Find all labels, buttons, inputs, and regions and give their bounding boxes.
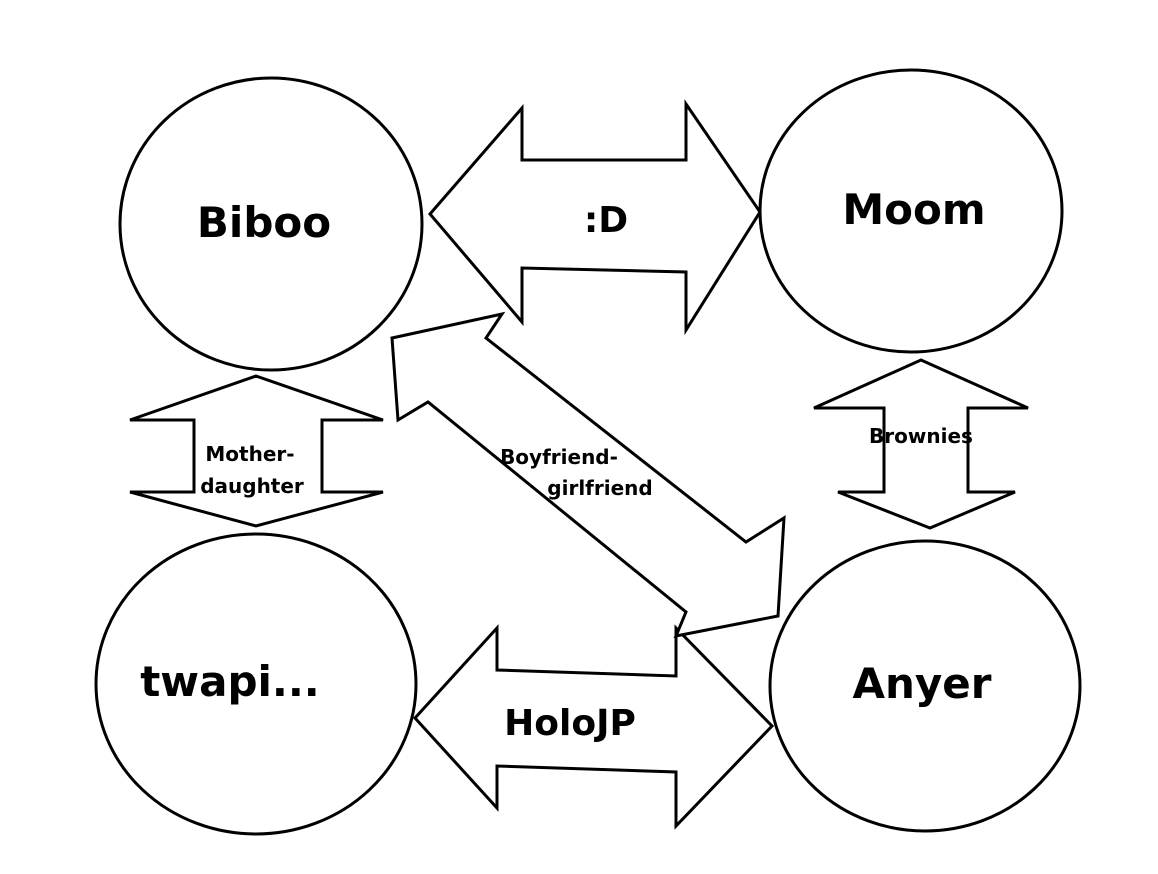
edge-label-biboo-twapi-line1: Mother- (205, 442, 294, 466)
node-anyer-label: Anyer (853, 659, 992, 708)
edge-label-twapi-anyer: HoloJP (504, 703, 636, 744)
edge-label-moom-anyer: Brownies (869, 424, 973, 448)
node-anyer: Anyer (768, 539, 1082, 833)
edge-label-biboo-anyer-line1: Boyfriend- (500, 445, 618, 469)
node-moom-label: Moom (842, 185, 985, 234)
edge-label-biboo-twapi-line2: daughter (200, 474, 304, 498)
node-biboo-circle (118, 76, 424, 372)
node-biboo-label: Biboo (197, 198, 331, 247)
node-moom-circle (758, 68, 1064, 354)
arrow-twapi-anyer (412, 624, 775, 830)
node-twapi-label: twapi... (140, 657, 320, 706)
node-twapi-circle (94, 532, 418, 836)
arrow-biboo-anyer (390, 311, 786, 639)
edge-label-biboo-moom: :D (584, 200, 628, 241)
arrow-biboo-twapi (129, 374, 384, 528)
node-anyer-circle (768, 539, 1082, 833)
node-twapi: twapi... (94, 532, 418, 836)
node-biboo: Biboo (118, 76, 424, 372)
arrow-moom-anyer (813, 358, 1029, 530)
node-moom: Moom (758, 68, 1064, 354)
edge-label-biboo-anyer-line2: girlfriend (547, 476, 652, 500)
